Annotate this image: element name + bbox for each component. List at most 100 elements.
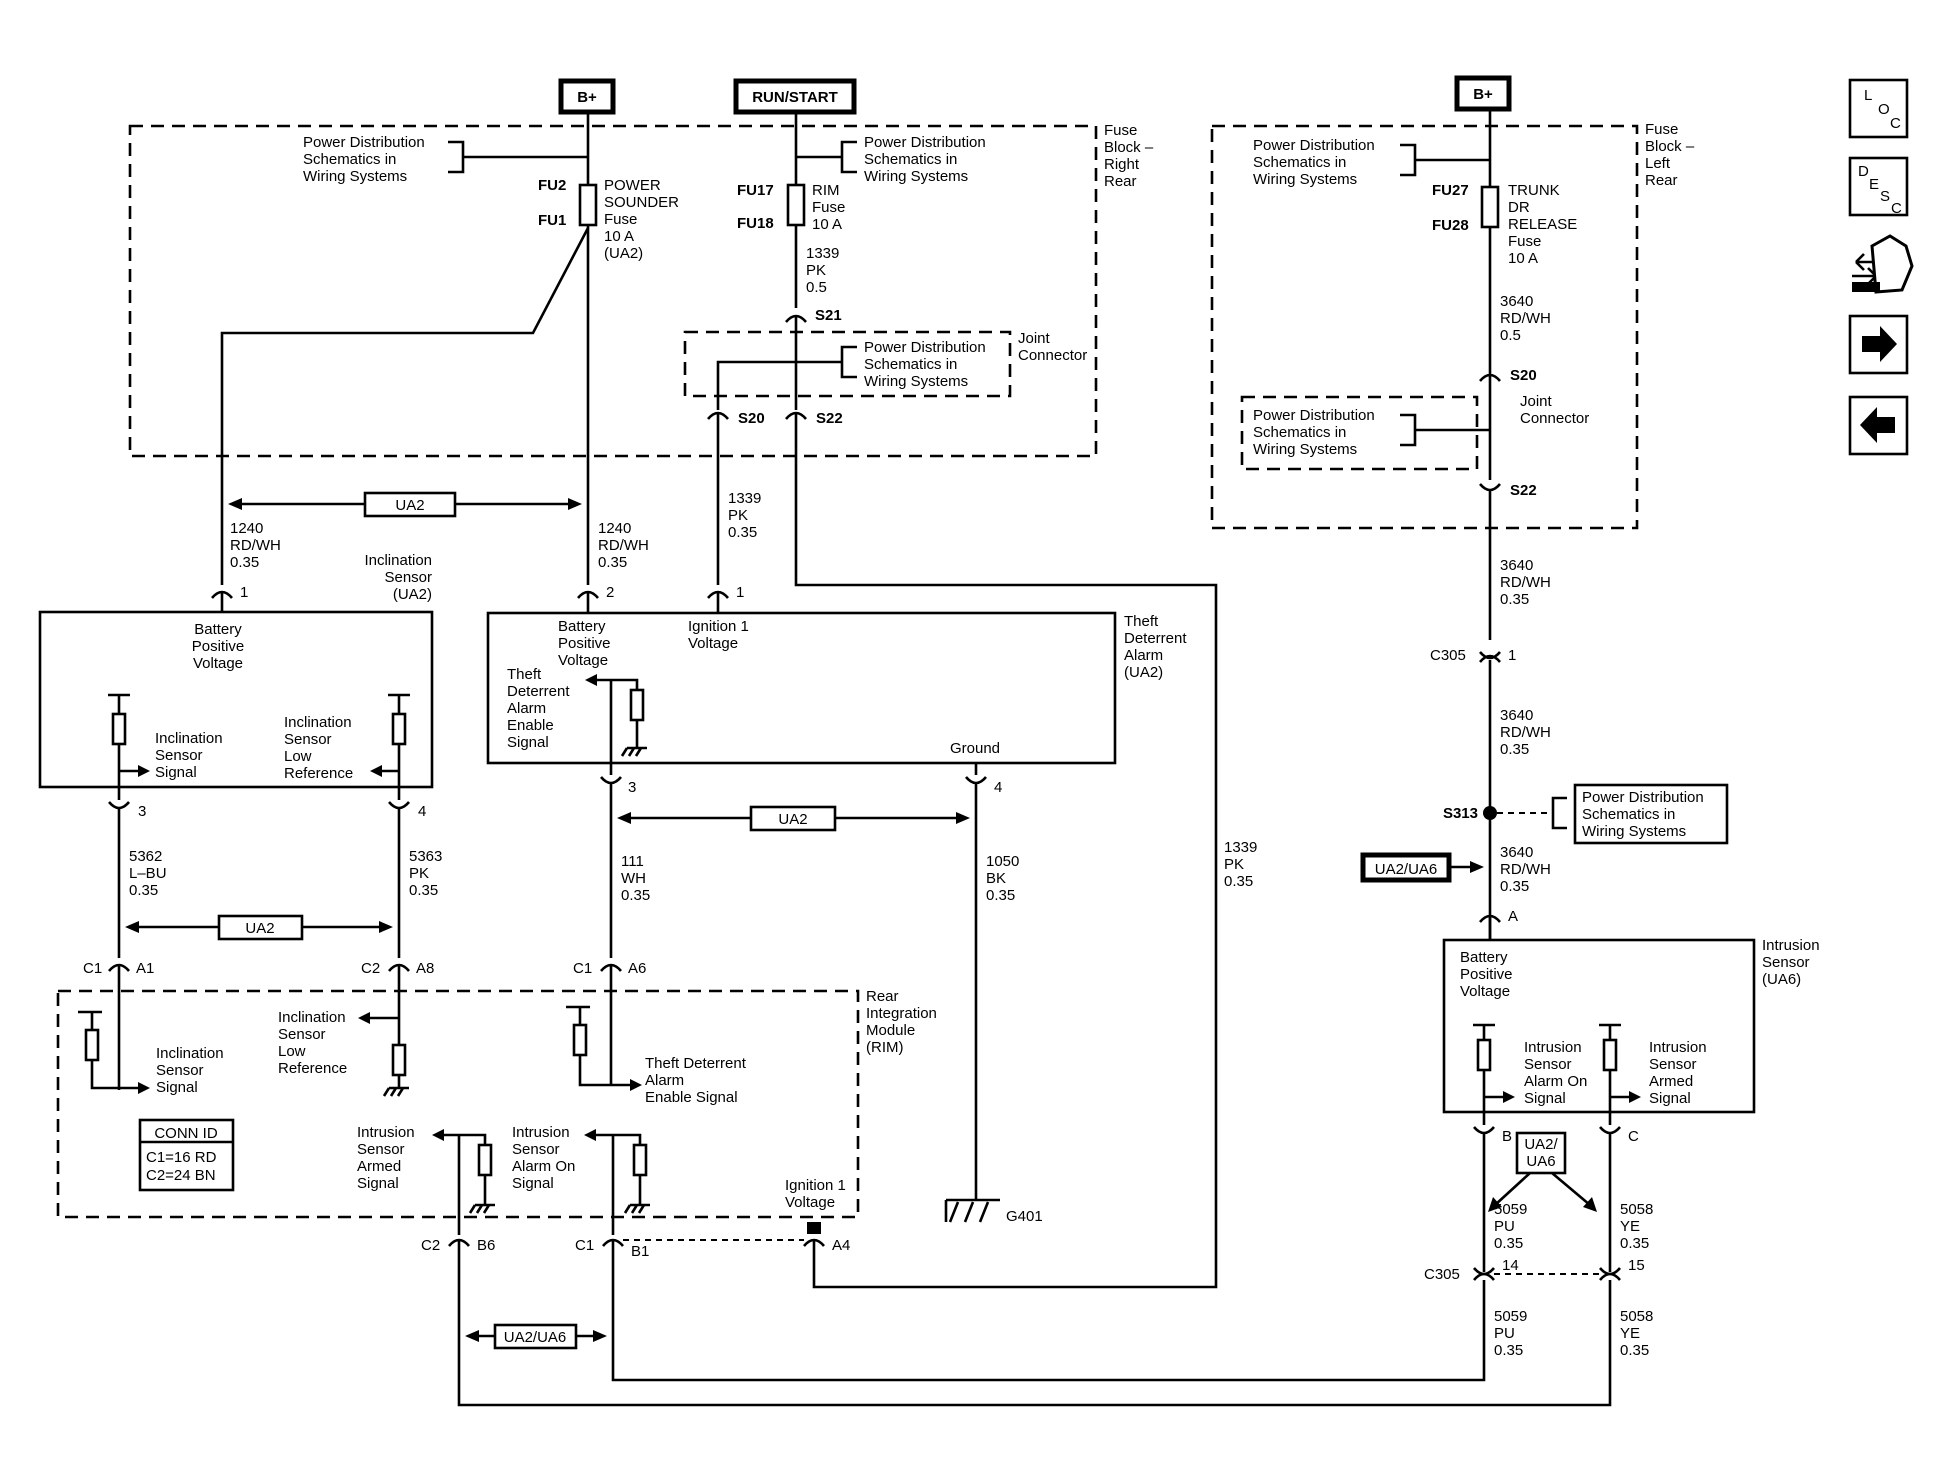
svg-text:Sensor: Sensor bbox=[278, 1026, 326, 1043]
svg-text:BK: BK bbox=[986, 870, 1006, 887]
theft-alarm-ignition-label: Ignition 1 Voltage bbox=[688, 618, 749, 652]
option-ua2-top: UA2 bbox=[228, 491, 582, 518]
desc-button[interactable]: D E S C bbox=[1848, 156, 1909, 217]
svg-text:Voltage: Voltage bbox=[558, 652, 608, 669]
loc-button[interactable]: L O C bbox=[1848, 78, 1909, 139]
svg-text:Alarm On: Alarm On bbox=[1524, 1073, 1587, 1090]
svg-text:0.35: 0.35 bbox=[129, 882, 158, 899]
svg-text:Sensor: Sensor bbox=[512, 1141, 560, 1158]
wire-label-1240-a: 1240 RD/WH 0.35 bbox=[230, 520, 281, 571]
svg-text:Low: Low bbox=[278, 1043, 306, 1060]
svg-text:L: L bbox=[1864, 87, 1872, 104]
rim-pin-a4 bbox=[803, 1238, 825, 1247]
svg-text:Fuse: Fuse bbox=[1645, 121, 1678, 138]
svg-text:1: 1 bbox=[240, 584, 248, 601]
arrow-right-icon[interactable] bbox=[1848, 314, 1909, 375]
svg-text:Fuse: Fuse bbox=[604, 211, 637, 228]
svg-text:1050: 1050 bbox=[986, 853, 1019, 870]
svg-text:0.35: 0.35 bbox=[409, 882, 438, 899]
svg-text:RIM: RIM bbox=[812, 182, 840, 199]
svg-text:B+: B+ bbox=[577, 89, 597, 106]
svg-text:Positive: Positive bbox=[1460, 966, 1513, 983]
fuse-power-sounder-labels: FU2 FU1 POWER SOUNDER Fuse 10 A (UA2) bbox=[538, 177, 679, 262]
svg-text:FU28: FU28 bbox=[1432, 217, 1469, 234]
svg-text:FU27: FU27 bbox=[1432, 182, 1469, 199]
fuse-trunk-labels: FU27 FU28 TRUNK DR RELEASE Fuse 10 A bbox=[1432, 182, 1577, 267]
intrusion-sensor-title: Intrusion Sensor (UA6) bbox=[1762, 937, 1820, 988]
svg-text:PK: PK bbox=[1224, 856, 1244, 873]
svg-text:RD/WH: RD/WH bbox=[1500, 724, 1551, 741]
svg-text:Reference: Reference bbox=[278, 1060, 347, 1077]
connector-hand-icon[interactable] bbox=[1852, 234, 1914, 294]
svg-text:Intrusion: Intrusion bbox=[357, 1124, 415, 1141]
svg-text:Theft: Theft bbox=[1124, 613, 1159, 630]
svg-text:Wiring Systems: Wiring Systems bbox=[303, 168, 407, 185]
wire-5058-armed bbox=[457, 1240, 1612, 1407]
svg-text:C2: C2 bbox=[421, 1237, 440, 1254]
svg-text:Enable Signal: Enable Signal bbox=[645, 1089, 738, 1106]
intrusion-sensor-alarm-circuit: Intrusion Sensor Alarm On Signal bbox=[1473, 1023, 1587, 1125]
svg-text:Alarm On: Alarm On bbox=[512, 1158, 575, 1175]
wire-label-3640-c: 3640 RD/WH 0.35 bbox=[1500, 707, 1551, 758]
svg-text:0.35: 0.35 bbox=[728, 524, 757, 541]
wire-label-5059-b: 5059 PU 0.35 bbox=[1494, 1308, 1527, 1359]
wire-label-1339-b: 1339 PK 0.35 bbox=[728, 490, 761, 541]
svg-text:0.35: 0.35 bbox=[1620, 1342, 1649, 1359]
wire-label-1339-c: 1339 PK 0.35 bbox=[1224, 839, 1257, 890]
fuse-block-right-rear-label: Fuse Block – Right Rear bbox=[1104, 122, 1154, 190]
svg-text:Voltage: Voltage bbox=[1460, 983, 1510, 1000]
svg-text:Fuse: Fuse bbox=[1104, 122, 1137, 139]
svg-text:Battery: Battery bbox=[558, 618, 606, 635]
svg-text:5059: 5059 bbox=[1494, 1201, 1527, 1218]
svg-text:A8: A8 bbox=[416, 960, 434, 977]
svg-text:Wiring Systems: Wiring Systems bbox=[864, 373, 968, 390]
svg-text:RD/WH: RD/WH bbox=[1500, 310, 1551, 327]
svg-text:B+: B+ bbox=[1473, 86, 1493, 103]
svg-text:Signal: Signal bbox=[1649, 1090, 1691, 1107]
svg-text:5362: 5362 bbox=[129, 848, 162, 865]
trunk-release-fuse bbox=[1480, 185, 1500, 229]
svg-text:PK: PK bbox=[806, 262, 826, 279]
svg-text:Power Distribution: Power Distribution bbox=[864, 339, 986, 356]
svg-text:Schematics in: Schematics in bbox=[303, 151, 396, 168]
rim-theft-enable-circuit: Theft Deterrent Alarm Enable Signal bbox=[566, 1005, 747, 1106]
svg-text:B: B bbox=[1502, 1128, 1512, 1145]
svg-text:FU2: FU2 bbox=[538, 177, 566, 194]
intrusion-sensor-battery-label: Battery Positive Voltage bbox=[1460, 949, 1513, 1000]
run-start-box: RUN/START bbox=[733, 78, 857, 115]
svg-text:3640: 3640 bbox=[1500, 707, 1533, 724]
wire-label-1240-b: 1240 RD/WH 0.35 bbox=[598, 520, 649, 571]
theft-alarm-ground-label: Ground bbox=[950, 740, 1000, 757]
svg-text:Wiring Systems: Wiring Systems bbox=[864, 168, 968, 185]
svg-text:1339: 1339 bbox=[806, 245, 839, 262]
s22-left-label: S22 bbox=[816, 410, 843, 427]
theft-alarm-pin-4 bbox=[965, 776, 987, 785]
svg-text:Sensor: Sensor bbox=[357, 1141, 405, 1158]
svg-text:UA2: UA2 bbox=[245, 920, 274, 937]
c305-pin-1-upper bbox=[1479, 654, 1501, 663]
svg-text:YE: YE bbox=[1620, 1325, 1640, 1342]
svg-text:Deterrent: Deterrent bbox=[507, 683, 570, 700]
svg-text:Battery: Battery bbox=[1460, 949, 1508, 966]
wire-label-5058-a: 5058 YE 0.35 bbox=[1620, 1201, 1653, 1252]
svg-text:Theft: Theft bbox=[507, 666, 542, 683]
rim-inclination-signal-circuit: Inclination Sensor Signal bbox=[78, 1010, 224, 1096]
ground-g401-symbol: G401 bbox=[944, 1198, 1043, 1225]
fuse-block-left-rear-label: Fuse Block – Left Rear bbox=[1645, 121, 1695, 189]
svg-text:Wiring Systems: Wiring Systems bbox=[1582, 823, 1686, 840]
s20-right-label: S20 bbox=[1510, 367, 1537, 384]
arrow-left-icon[interactable] bbox=[1848, 395, 1909, 456]
svg-text:Inclination: Inclination bbox=[364, 552, 432, 569]
svg-text:Intrusion: Intrusion bbox=[1649, 1039, 1707, 1056]
svg-text:FU18: FU18 bbox=[737, 215, 774, 232]
svg-text:Joint: Joint bbox=[1018, 330, 1051, 347]
svg-text:2: 2 bbox=[606, 584, 614, 601]
svg-text:Positive: Positive bbox=[192, 638, 245, 655]
s313-splice bbox=[1483, 806, 1497, 820]
svg-text:Voltage: Voltage bbox=[785, 1194, 835, 1211]
svg-text:Alarm: Alarm bbox=[645, 1072, 684, 1089]
wire-label-1050: 1050 BK 0.35 bbox=[986, 853, 1019, 904]
wires-5059-5058-upper bbox=[1482, 1133, 1612, 1272]
svg-text:Rear: Rear bbox=[1645, 172, 1678, 189]
